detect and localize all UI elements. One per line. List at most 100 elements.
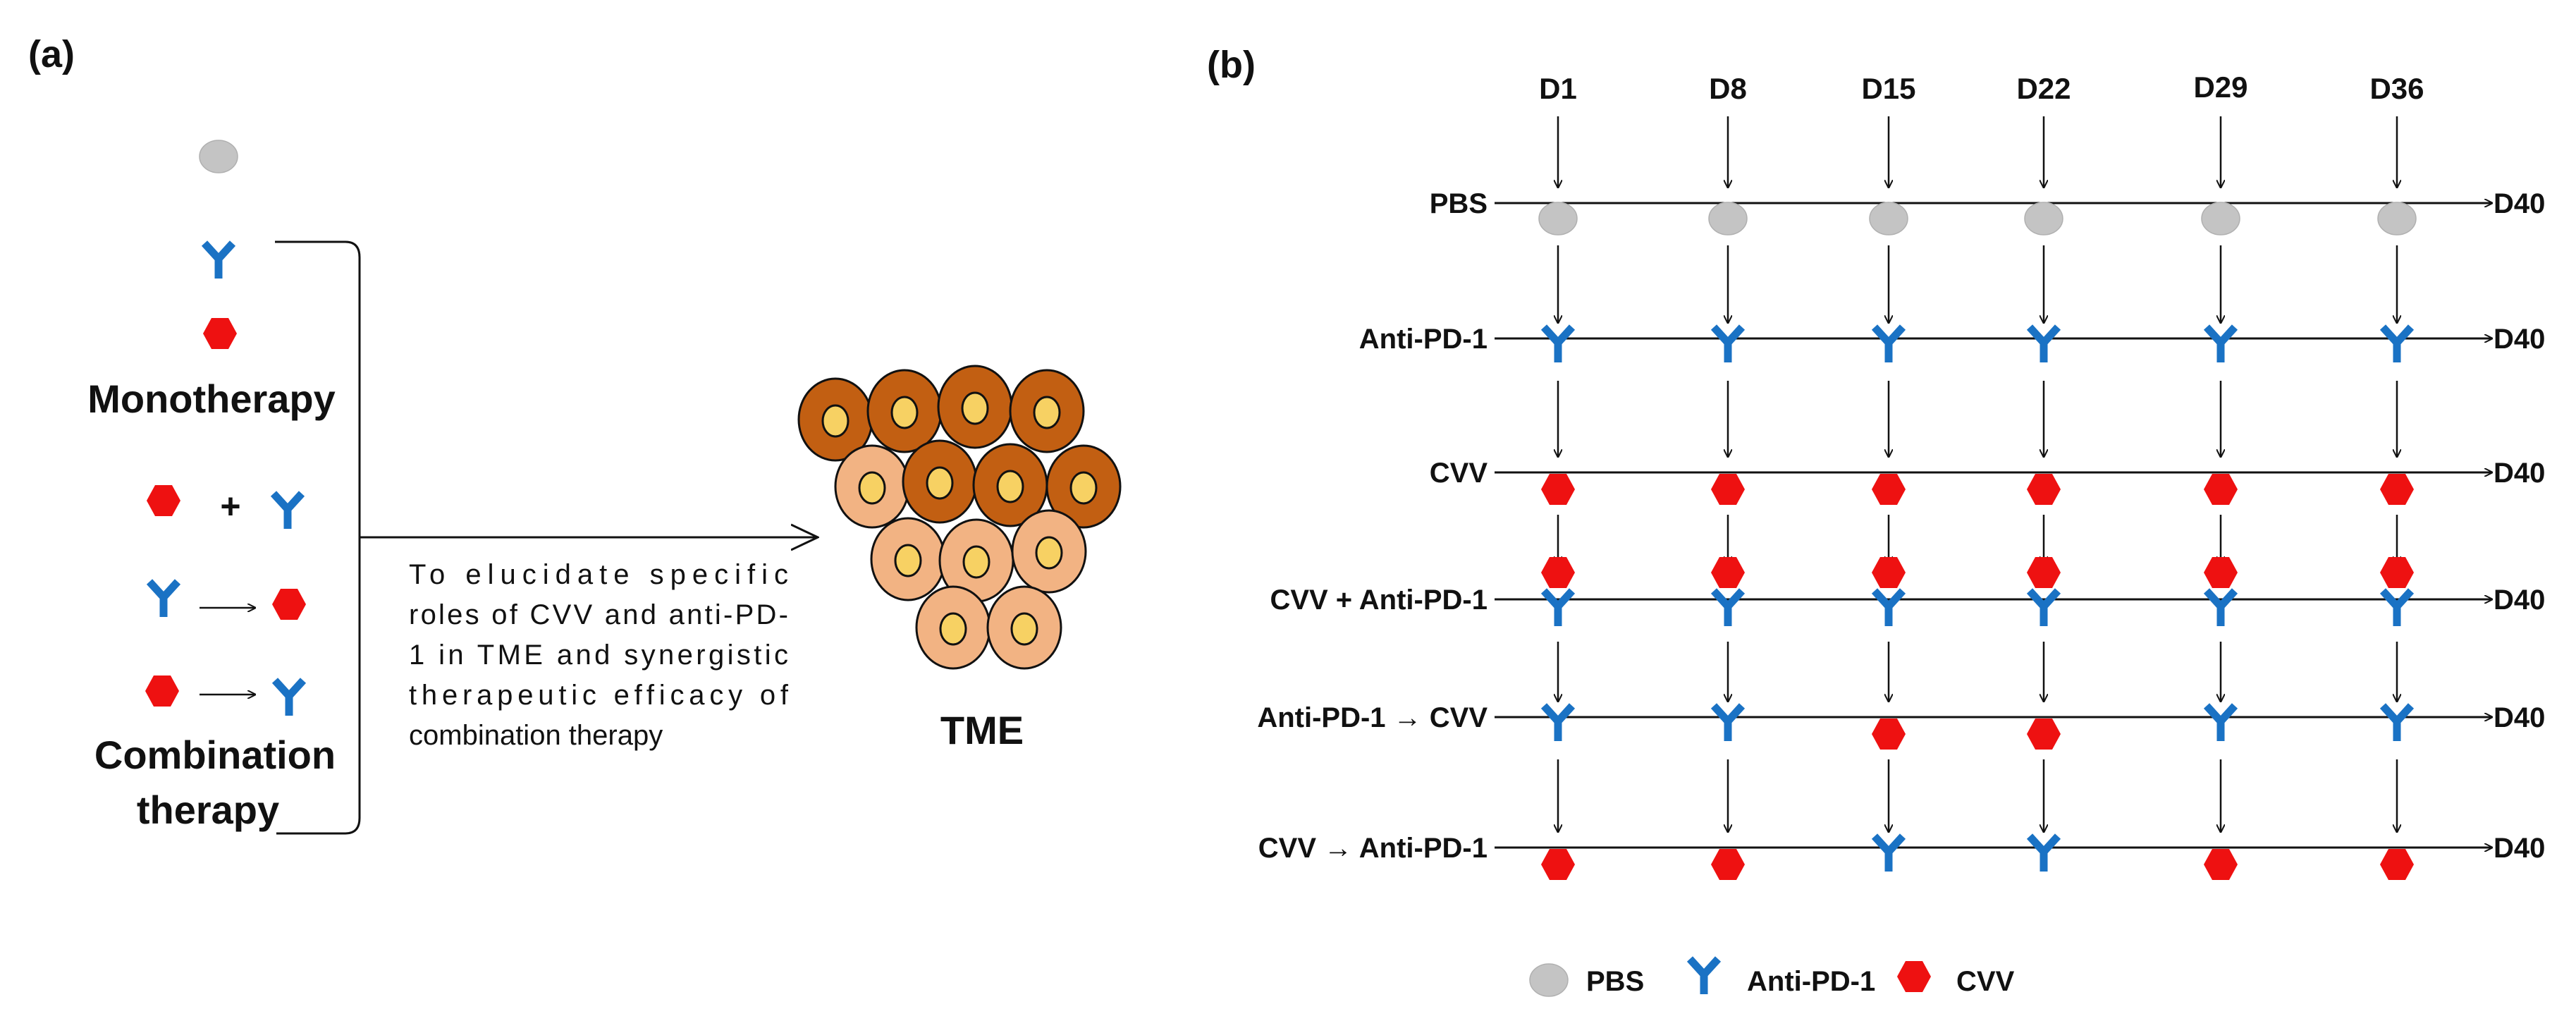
red-hexagon-icon (2380, 557, 2414, 588)
legend: PBS Anti-PD-1 CVV (1529, 959, 2015, 997)
red-hexagon-icon (2204, 474, 2238, 505)
panel-a: (a) Monotherapy + Combination therapy To… (28, 33, 1122, 835)
red-hexagon-icon (2380, 849, 2414, 880)
description-line-4: therapeutic efficacy of (409, 680, 789, 711)
tumor-cell (870, 517, 946, 601)
antibody-icon (1714, 327, 1742, 362)
tumor-cell (1045, 444, 1122, 529)
antibody-icon (1690, 959, 1718, 994)
day-label-d8: D8 (1709, 72, 1747, 105)
red-hexagon-icon (2027, 474, 2061, 505)
gray-circle-icon (2024, 202, 2063, 236)
red-hexagon-icon (1711, 474, 1745, 505)
red-hexagon-icon (1897, 961, 1931, 992)
red-hexagon-icon (2027, 557, 2061, 588)
group-label: CVV → Anti-PD-1 (1258, 833, 1488, 864)
gray-circle-icon (2201, 202, 2240, 236)
combination-label-line2: therapy (137, 788, 279, 832)
combination-label-line1: Combination (94, 733, 336, 777)
end-day-label: D40 (2494, 324, 2545, 355)
red-hexagon-icon (203, 318, 237, 349)
gray-circle-icon (1708, 202, 1748, 236)
end-day-label: D40 (2494, 833, 2545, 864)
group-label: CVV + Anti-PD-1 (1270, 585, 1488, 616)
gray-circle-icon (199, 140, 238, 173)
gray-circle-icon (1869, 202, 1908, 236)
day-label-d29: D29 (2193, 71, 2247, 104)
antibody-icon (275, 680, 303, 716)
antibody-icon (1544, 591, 1572, 626)
red-hexagon-icon (2204, 849, 2238, 880)
red-hexagon-icon (1711, 849, 1745, 880)
legend-label-cvv: CVV (1956, 966, 2015, 997)
group-label: CVV (1430, 458, 1488, 489)
red-hexagon-icon (1711, 557, 1745, 588)
gray-circle-icon (1529, 963, 1569, 997)
gray-circle-icon (2377, 202, 2417, 236)
description-line-2: roles of CVV and anti-PD- (409, 599, 788, 630)
tumor-cell (915, 585, 991, 670)
tumor-cell (986, 585, 1062, 670)
red-hexagon-icon (145, 675, 179, 707)
red-hexagon-icon (1872, 557, 1906, 588)
antibody-icon (204, 243, 233, 279)
antibody-icon (2207, 327, 2235, 362)
tumor-cell (866, 369, 943, 453)
group-label: PBS (1430, 188, 1488, 219)
tumor-cell (937, 365, 1013, 449)
treatment-row: CVV → Anti-PD-1 D40 (1258, 759, 2545, 880)
antibody-icon (1544, 327, 1572, 362)
tumor-cell (902, 439, 978, 524)
tumor-cell (1009, 369, 1085, 453)
description-line-5: combination therapy (409, 720, 663, 751)
legend-label-anti-pd-1: Anti-PD-1 (1747, 966, 1875, 997)
antibody-icon (149, 582, 178, 617)
tme-cell-cluster (797, 365, 1122, 670)
red-hexagon-icon (2027, 719, 2061, 750)
day-label-d1: D1 (1539, 72, 1577, 105)
antibody-icon (2383, 706, 2411, 741)
antibody-icon (2207, 591, 2235, 626)
panel-b-label: (b) (1207, 44, 1256, 86)
description-text: To elucidate specific roles of CVV and a… (409, 559, 789, 751)
red-hexagon-icon (1541, 474, 1575, 505)
antibody-icon (1544, 706, 1572, 741)
antibody-icon (1875, 836, 1903, 872)
antibody-icon (2383, 327, 2411, 362)
gray-circle-icon (1538, 202, 1578, 236)
panel-a-label: (a) (28, 33, 75, 75)
monotherapy-label: Monotherapy (87, 377, 336, 421)
plus-sign: + (220, 487, 240, 526)
red-hexagon-icon (2380, 474, 2414, 505)
antibody-icon (2207, 706, 2235, 741)
legend-label-pbs: PBS (1586, 966, 1644, 997)
red-hexagon-icon (2204, 557, 2238, 588)
red-hexagon-icon (1541, 849, 1575, 880)
red-hexagon-icon (272, 589, 306, 620)
treatment-row: CVV + Anti-PD-1 D40 (1270, 515, 2545, 626)
description-line-3: 1 in TME and synergistic (409, 640, 788, 671)
red-hexagon-icon (1872, 474, 1906, 505)
group-label: Anti-PD-1 → CVV (1257, 702, 1488, 733)
antibody-icon (2030, 591, 2058, 626)
group-label: Anti-PD-1 (1359, 324, 1488, 355)
tumor-cell (938, 518, 1014, 603)
end-day-label: D40 (2494, 585, 2545, 616)
treatment-row: CVV D40 (1430, 381, 2545, 505)
antibody-icon (2030, 327, 2058, 362)
day-label-d22: D22 (2016, 72, 2071, 105)
red-hexagon-icon (147, 485, 180, 516)
tumor-cell (834, 444, 910, 529)
antibody-icon (1714, 591, 1742, 626)
tumor-cell (972, 443, 1048, 527)
end-day-label: D40 (2494, 458, 2545, 489)
antibody-icon (2030, 836, 2058, 872)
day-label-d15: D15 (1861, 72, 1915, 105)
tumor-cell (1011, 509, 1087, 594)
tme-label: TME (940, 708, 1024, 752)
red-hexagon-icon (1872, 719, 1906, 750)
